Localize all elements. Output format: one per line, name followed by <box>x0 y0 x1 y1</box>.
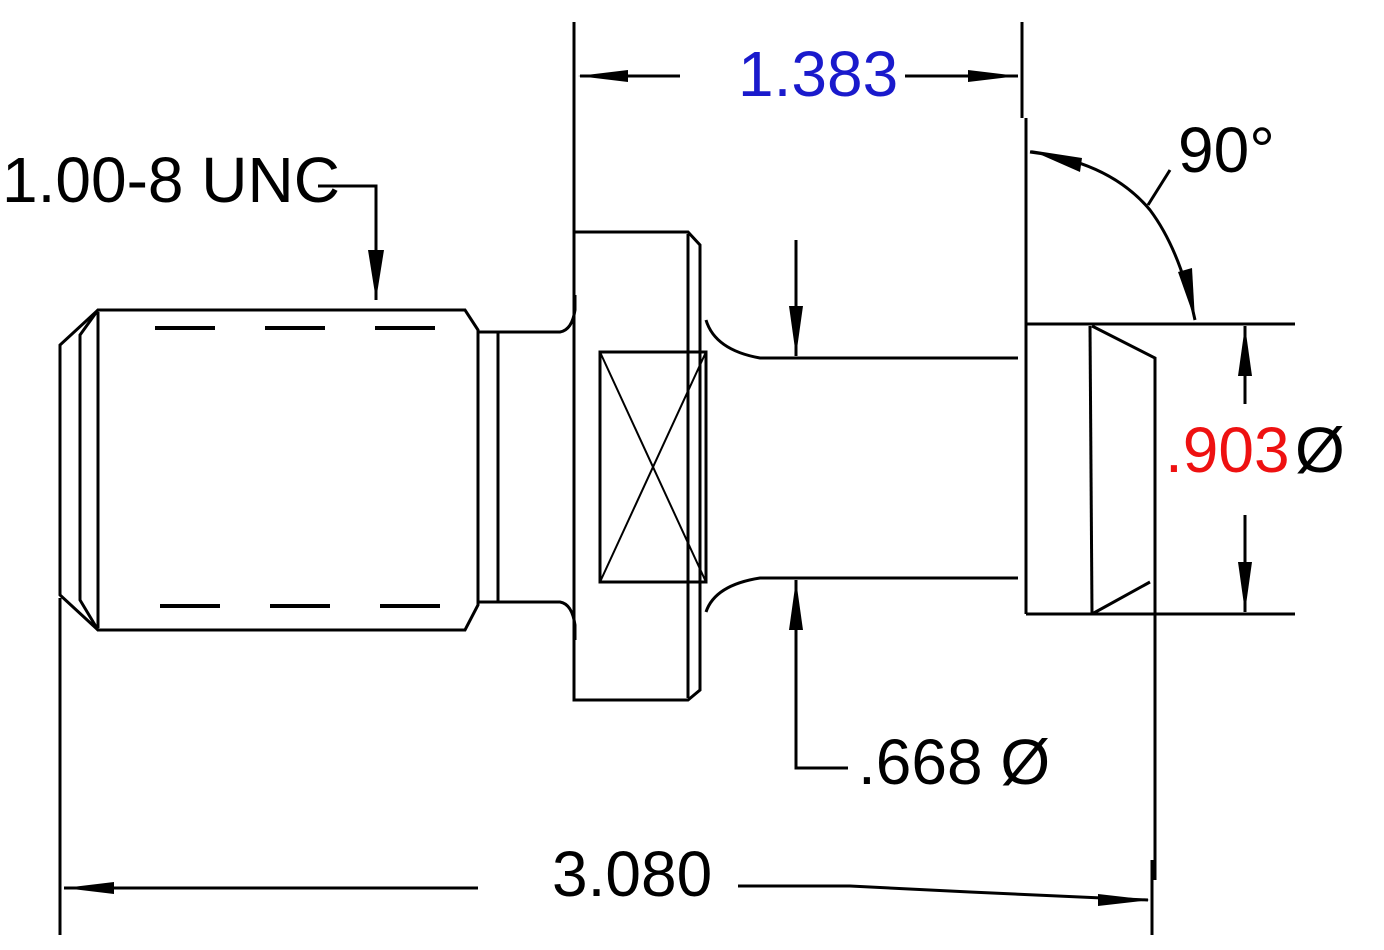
length-1383-label: 1.383 <box>738 38 898 110</box>
length-dimension-1383 <box>572 22 1024 232</box>
diameter-symbol: Ø <box>1295 414 1345 486</box>
head-diameter-dimension <box>1238 326 1252 612</box>
head <box>1024 118 1295 880</box>
thread-callout-leader <box>318 184 384 300</box>
angle-label: 90° <box>1178 114 1275 186</box>
wrench-flats-box <box>598 350 708 584</box>
overall-length-label: 3.080 <box>552 838 712 910</box>
thread-relief <box>478 295 577 640</box>
angle-dimension <box>1029 150 1197 321</box>
thread-callout-label: 1.00-8 UNC <box>2 144 340 216</box>
overall-length-dimension <box>58 598 1154 935</box>
flange <box>572 230 708 702</box>
neck-diameter-label: .668 Ø <box>858 726 1050 798</box>
head-diameter-value: .903 <box>1165 414 1290 486</box>
neck <box>704 319 1018 613</box>
neck-diameter-dimension <box>789 240 848 770</box>
threaded-shank <box>58 308 480 632</box>
